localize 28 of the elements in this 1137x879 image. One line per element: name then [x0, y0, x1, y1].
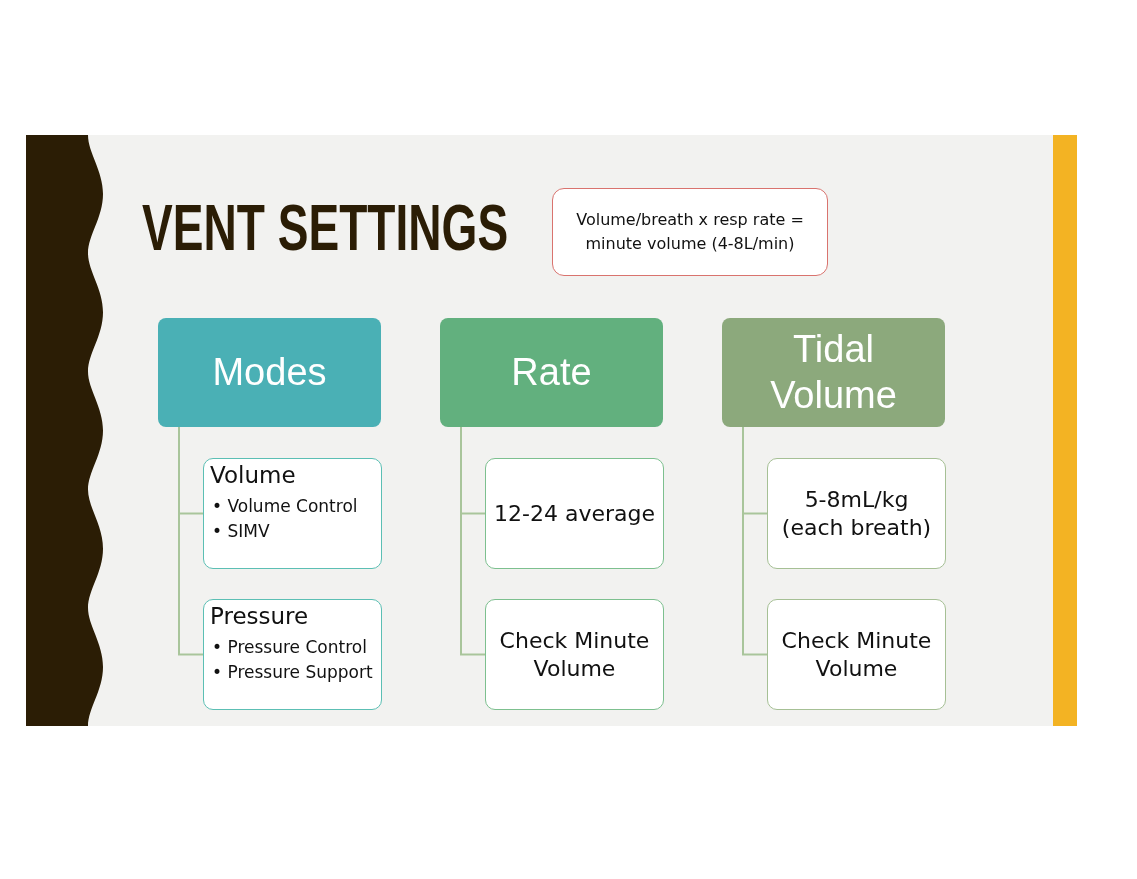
category-label: Rate [511, 349, 592, 395]
detail-box [485, 599, 664, 710]
category-box [722, 318, 945, 427]
node-text: 12-24 average [494, 499, 655, 528]
detail-box [767, 458, 946, 569]
bullet-item: • Pressure Control [211, 635, 367, 659]
connector-line [742, 426, 768, 656]
list-heading: Volume [210, 461, 296, 490]
connector-line [460, 426, 486, 656]
node-text: Check Minute Volume [780, 627, 933, 682]
detail-box [203, 599, 382, 710]
detail-box [767, 599, 946, 710]
category-box [158, 318, 381, 427]
bullet-item: • SIMV [211, 520, 270, 544]
list-heading: Pressure [210, 602, 309, 631]
detail-box [485, 458, 664, 569]
category-label: Modes [212, 349, 327, 395]
formula-box [552, 188, 828, 276]
category-label: Tidal Volume [769, 326, 898, 418]
connector-line [178, 426, 204, 656]
node-text: Volume/breath x resp rate = minute volume (4-8L/min) [575, 209, 805, 255]
bullet-item: • Volume Control [211, 494, 358, 518]
detail-box [203, 458, 382, 569]
title: VENT SETTINGS [142, 196, 509, 260]
category-box [440, 318, 663, 427]
bullet-item: • Pressure Support [211, 661, 373, 685]
node-text: Check Minute Volume [498, 627, 651, 682]
node-text: 5-8mL/kg (each breath) [780, 486, 933, 541]
